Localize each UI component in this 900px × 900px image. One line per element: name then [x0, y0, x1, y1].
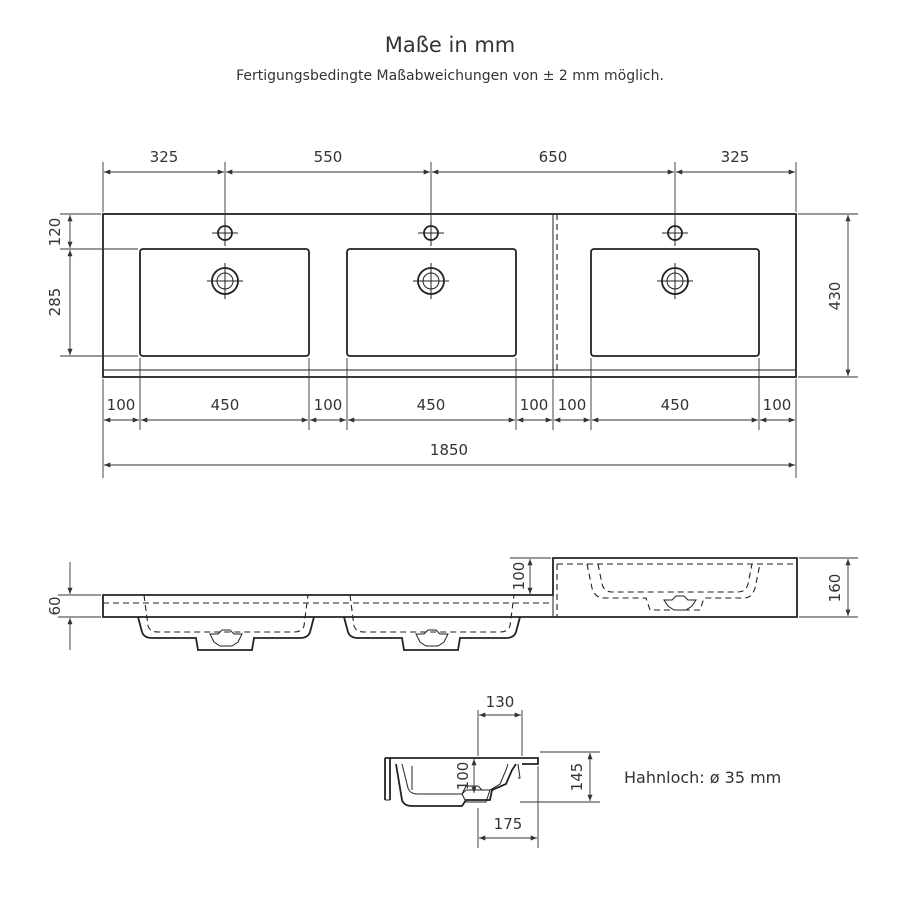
dim-top-4: 325: [721, 148, 750, 166]
countertop-outline: [102, 213, 797, 378]
top-view: 325 550 650 325 120 285 430 1: [46, 148, 858, 478]
drain-icon: [207, 263, 243, 299]
dim-section-inner: 100: [454, 762, 472, 791]
dim-front-right: 160: [826, 574, 844, 603]
tap-hole-note: Hahnloch: ø 35 mm: [624, 768, 781, 787]
front-view: 60 100 160: [46, 557, 858, 651]
dim-bottom-5: 100: [520, 396, 549, 414]
tap-hole-icon: [418, 220, 444, 246]
dim-section-right: 145: [568, 763, 586, 792]
dim-top-2: 550: [314, 148, 343, 166]
basin-3: [590, 248, 760, 357]
dim-section-top: 130: [486, 693, 515, 711]
section-basin-outline: [395, 763, 517, 807]
dim-bottom-8: 100: [763, 396, 792, 414]
dim-total: 1850: [430, 441, 468, 459]
dim-top-3: 650: [539, 148, 568, 166]
page-subtitle: Fertigungsbedingte Maßabweichungen von ±…: [236, 68, 664, 84]
page-title: Maße in mm: [385, 33, 516, 57]
dim-bottom-1: 100: [107, 396, 136, 414]
basin-1: [139, 248, 310, 357]
dim-right: 430: [826, 282, 844, 311]
dim-front-left: 60: [46, 596, 64, 615]
dim-section-bottom: 175: [494, 815, 523, 833]
dim-top-1: 325: [150, 148, 179, 166]
dim-bottom-4: 450: [417, 396, 446, 414]
front-basin-1: [137, 616, 315, 651]
front-basin-2: [343, 616, 521, 651]
dim-bottom-3: 100: [314, 396, 343, 414]
dim-bottom-6: 100: [558, 396, 587, 414]
drain-icon: [413, 263, 449, 299]
dim-bottom-2: 450: [211, 396, 240, 414]
basin-2: [346, 248, 517, 357]
tap-hole-icon: [212, 220, 238, 246]
dim-bottom-7: 450: [661, 396, 690, 414]
section-view: 130 100 145 175 Hahnloch: ø 35 mm: [384, 693, 781, 848]
front-slab-outline: [102, 557, 798, 618]
dim-left-2: 285: [46, 288, 64, 317]
tap-hole-icon: [662, 220, 688, 246]
dim-front-mid: 100: [510, 562, 528, 591]
drain-icon: [657, 263, 693, 299]
dim-left-1: 120: [46, 218, 64, 247]
